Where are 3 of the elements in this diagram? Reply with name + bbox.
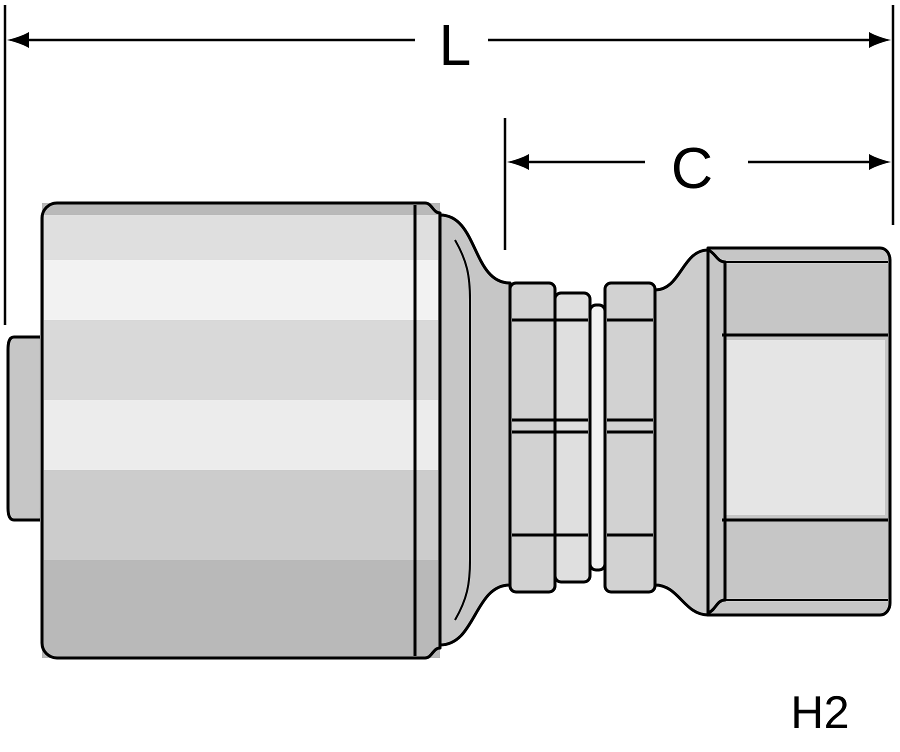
part-code: H2 [794, 696, 848, 728]
dimension-label: C [674, 147, 711, 189]
dimension-label: L [444, 25, 470, 65]
